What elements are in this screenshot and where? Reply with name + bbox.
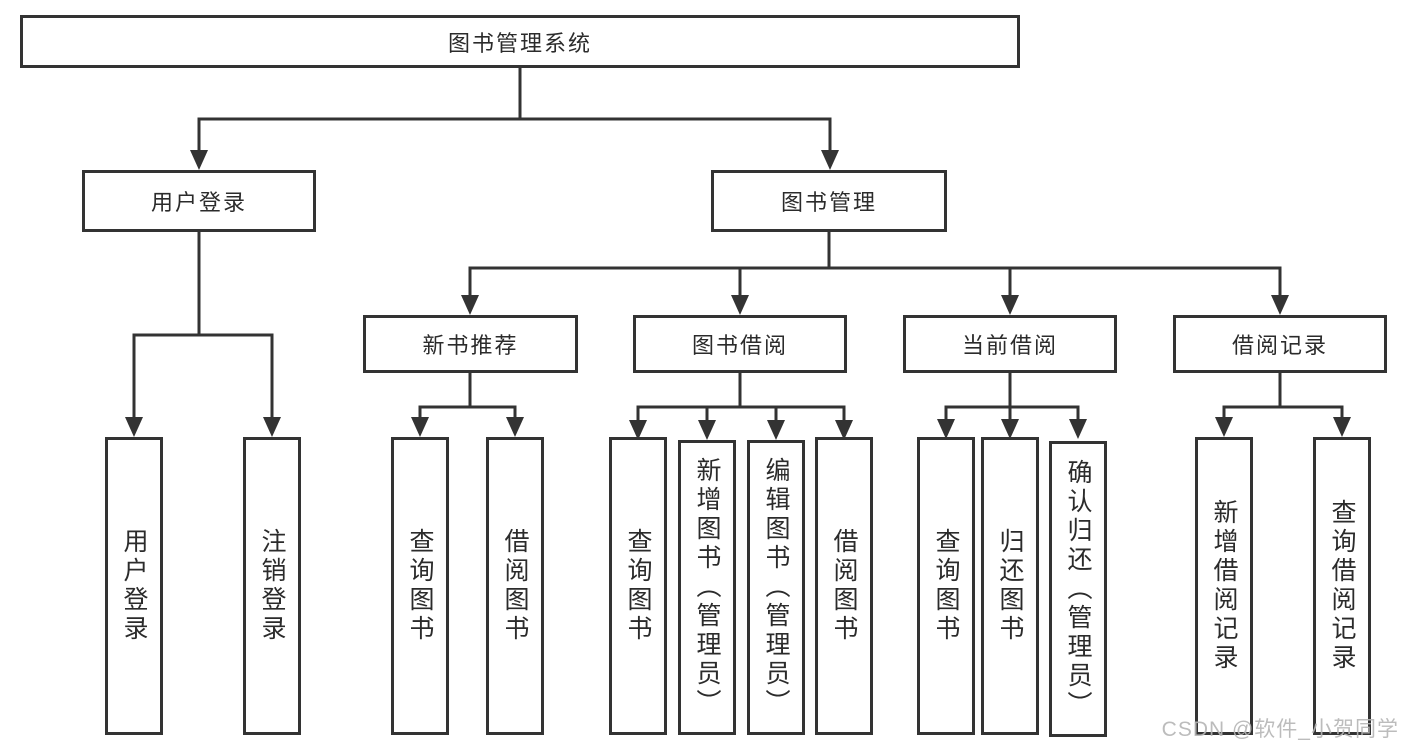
node-borrowing-records: 借阅记录 xyxy=(1173,315,1387,373)
node-book-management: 图书管理 xyxy=(711,170,947,232)
leaf-bb-add-book-admin: 新增图书（管理员） xyxy=(678,440,736,735)
leaf-logout: 注销登录 xyxy=(243,437,301,735)
leaf-bb-edit-book-admin-label: 编辑图书（管理员） xyxy=(762,457,790,718)
node-library-management-system-label: 图书管理系统 xyxy=(447,30,592,56)
leaf-cb-return-book: 归还图书 xyxy=(981,437,1039,735)
leaf-br-add-record: 新增借阅记录 xyxy=(1195,437,1253,735)
leaf-cb-confirm-return-admin: 确认归还（管理员） xyxy=(1049,441,1107,737)
leaf-bb-add-book-admin-label: 新增图书（管理员） xyxy=(693,457,721,718)
node-user-login: 用户登录 xyxy=(82,170,316,232)
leaf-nb-query-book-label: 查询图书 xyxy=(406,528,434,644)
node-current-borrowing-label: 当前借阅 xyxy=(961,333,1058,358)
leaf-br-query-record: 查询借阅记录 xyxy=(1313,437,1371,735)
node-book-borrowing-label: 图书借阅 xyxy=(691,333,788,358)
leaf-cb-query-book: 查询图书 xyxy=(917,437,975,735)
leaf-user-login: 用户登录 xyxy=(105,437,163,735)
node-new-book-recommend-label: 新书推荐 xyxy=(422,333,519,358)
csdn-watermark: CSDN @软件_小贺同学 xyxy=(1161,718,1399,741)
leaf-bb-edit-book-admin: 编辑图书（管理员） xyxy=(747,440,805,735)
node-borrowing-records-label: 借阅记录 xyxy=(1231,333,1328,358)
leaf-nb-query-book: 查询图书 xyxy=(391,437,449,735)
node-new-book-recommend: 新书推荐 xyxy=(363,315,578,373)
leaf-bb-query-book-label: 查询图书 xyxy=(624,528,652,644)
leaf-bb-borrow-book-label: 借阅图书 xyxy=(830,528,858,644)
node-user-login-label: 用户登录 xyxy=(150,190,247,215)
leaf-cb-return-book-label: 归还图书 xyxy=(996,528,1024,644)
leaf-bb-query-book: 查询图书 xyxy=(609,437,667,735)
leaf-cb-confirm-return-admin-label: 确认归还（管理员） xyxy=(1064,458,1092,720)
leaf-cb-query-book-label: 查询图书 xyxy=(932,528,960,644)
leaf-bb-borrow-book: 借阅图书 xyxy=(815,437,873,735)
leaf-nb-borrow-book: 借阅图书 xyxy=(486,437,544,735)
node-book-management-label: 图书管理 xyxy=(780,190,877,215)
node-book-borrowing: 图书借阅 xyxy=(633,315,847,373)
node-library-management-system: 图书管理系统 xyxy=(20,15,1020,68)
node-current-borrowing: 当前借阅 xyxy=(903,315,1117,373)
leaf-user-login-label: 用户登录 xyxy=(120,528,148,644)
leaf-logout-label: 注销登录 xyxy=(258,528,286,644)
leaf-br-query-record-label: 查询借阅记录 xyxy=(1328,499,1356,673)
leaf-br-add-record-label: 新增借阅记录 xyxy=(1210,499,1238,673)
leaf-nb-borrow-book-label: 借阅图书 xyxy=(501,528,529,644)
